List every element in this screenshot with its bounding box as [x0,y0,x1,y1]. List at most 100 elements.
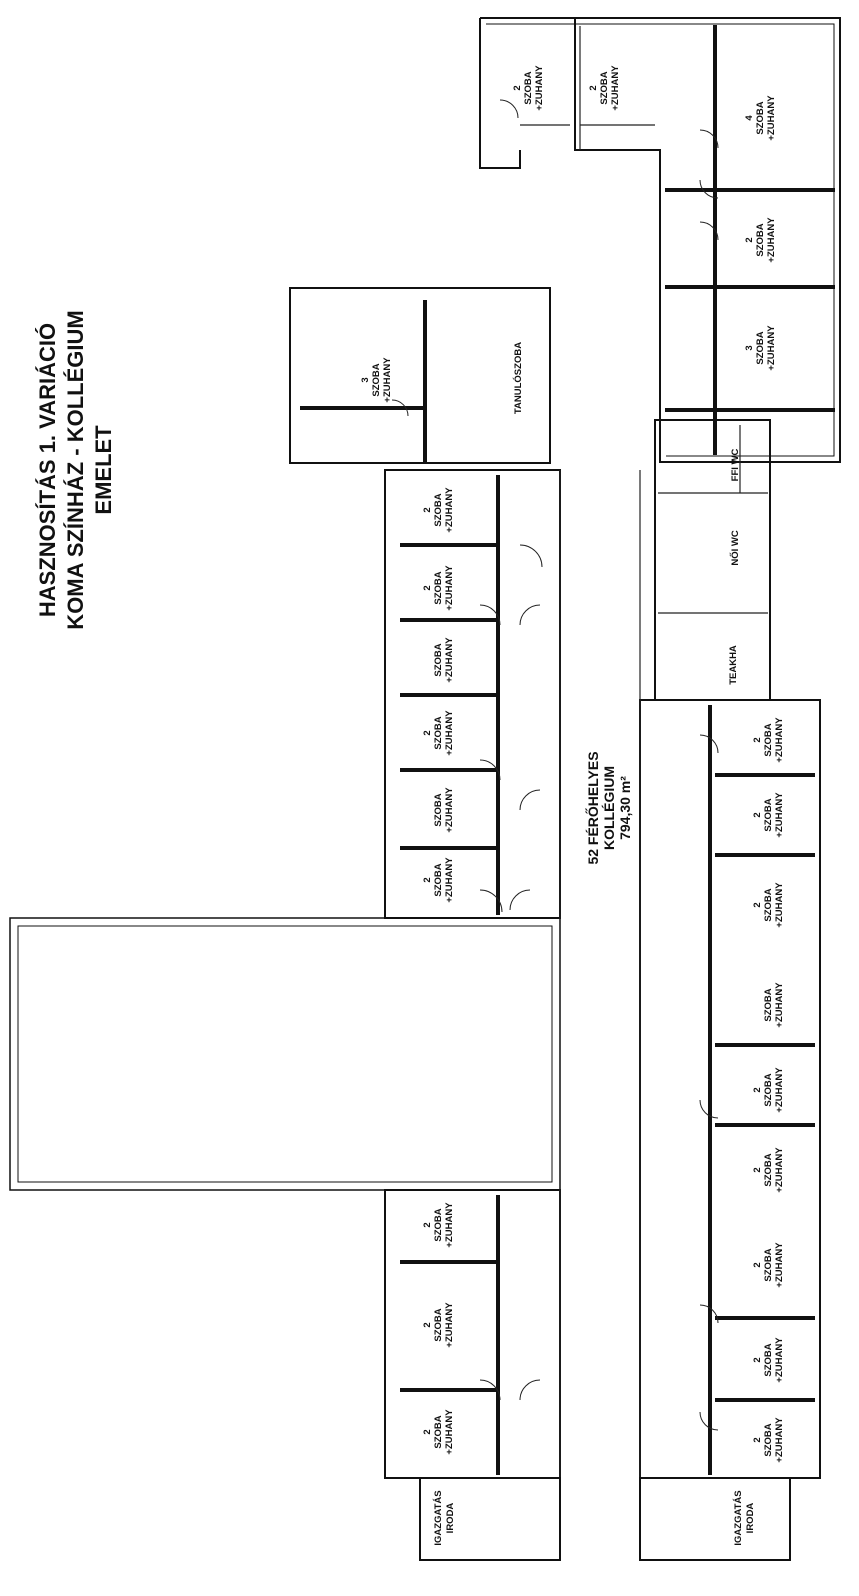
room-igazgatas-right: IGAZGATÁS IRODA [733,1490,756,1545]
svg-text:SZOBA: SZOBA [433,716,444,749]
room-tanuloszoba: TANULÓSZOBA [512,342,524,414]
svg-text:SZOBA: SZOBA [755,101,766,134]
svg-text:SZOBA: SZOBA [763,1423,774,1456]
svg-text:+ZUHANY: +ZUHANY [766,95,777,141]
svg-text:2: 2 [752,812,763,817]
svg-text:2: 2 [422,730,433,735]
svg-text:SZOBA: SZOBA [433,493,444,526]
svg-text:+ZUHANY: +ZUHANY [444,1202,455,1248]
svg-text:+ZUHANY: +ZUHANY [774,792,785,838]
svg-text:+ZUHANY: +ZUHANY [534,65,545,111]
svg-text:2: 2 [588,85,599,90]
svg-text:2: 2 [752,1437,763,1442]
svg-text:SZOBA: SZOBA [755,331,766,364]
svg-text:SZOBA: SZOBA [433,1308,444,1341]
svg-text:2: 2 [752,737,763,742]
title-line-3: EMELET [91,425,116,515]
svg-text:SZOBA: SZOBA [433,793,444,826]
svg-text:SZOBA: SZOBA [763,988,774,1021]
room-walls [400,25,835,1475]
svg-text:2: 2 [752,902,763,907]
room-noi-wc: NŐI WC [729,530,741,565]
svg-text:IGAZGATÁS: IGAZGATÁS [433,1490,444,1545]
svg-text:2: 2 [422,1429,433,1434]
room-r07: 2 SZOBA +ZUHANY [422,487,455,533]
svg-text:SZOBA: SZOBA [763,1073,774,1106]
center-label-area: 794,30 m² [617,776,633,840]
svg-text:2: 2 [422,1322,433,1327]
svg-text:+ZUHANY: +ZUHANY [774,717,785,763]
svg-text:+ZUHANY: +ZUHANY [444,637,455,683]
svg-text:+ZUHANY: +ZUHANY [774,1417,785,1463]
svg-text:TEAKHA: TEAKHA [728,645,739,685]
svg-text:2: 2 [744,237,755,242]
room-r16: 2 SZOBA +ZUHANY [752,717,785,763]
room-r18: 2 SZOBA +ZUHANY [752,882,785,928]
svg-text:SZOBA: SZOBA [371,363,382,396]
svg-text:2: 2 [512,85,523,90]
wall-left-rooms-lower [384,1189,561,1479]
svg-text:FFI WC: FFI WC [730,449,741,482]
room-r19: SZOBA +ZUHANY [763,982,785,1028]
svg-text:2: 2 [752,1167,763,1172]
svg-text:2: 2 [752,1087,763,1092]
svg-text:+ZUHANY: +ZUHANY [444,857,455,903]
wall-outline-top-wing [479,17,841,463]
svg-text:+ZUHANY: +ZUHANY [444,710,455,756]
svg-text:SZOBA: SZOBA [763,1153,774,1186]
svg-text:TANULÓSZOBA: TANULÓSZOBA [512,342,524,414]
wall-big-hall [9,917,561,1191]
door-swings [391,99,719,1431]
svg-text:+ZUHANY: +ZUHANY [774,1337,785,1383]
center-label-line-1: 52 FÉRŐHELYES [584,751,601,864]
room-igazgatas-left: IGAZGATÁS IRODA [433,1490,456,1545]
svg-text:+ZUHANY: +ZUHANY [444,487,455,533]
room-r23: 2 SZOBA +ZUHANY [752,1337,785,1383]
svg-text:SZOBA: SZOBA [523,71,534,104]
svg-text:2: 2 [422,877,433,882]
room-r02: 2 SZOBA +ZUHANY [588,65,621,111]
room-r17: 2 SZOBA +ZUHANY [752,792,785,838]
room-labels: 2 SZOBA +ZUHANY 2 SZOBA +ZUHANY 4 SZOBA … [360,65,785,1546]
svg-text:SZOBA: SZOBA [433,571,444,604]
room-r13: 2 SZOBA +ZUHANY [422,1202,455,1248]
svg-text:IGAZGATÁS: IGAZGATÁS [733,1490,744,1545]
svg-text:SZOBA: SZOBA [763,1248,774,1281]
room-r24: 2 SZOBA +ZUHANY [752,1417,785,1463]
svg-text:+ZUHANY: +ZUHANY [444,787,455,833]
wall-bottom-offices [419,1477,791,1561]
room-r09: SZOBA +ZUHANY [433,637,455,683]
svg-text:IRODA: IRODA [445,1503,456,1534]
center-label: 52 FÉRŐHELYES KOLLÉGIUM 794,30 m² [584,751,633,864]
room-r11: SZOBA +ZUHANY [433,787,455,833]
svg-text:+ZUHANY: +ZUHANY [766,325,777,371]
svg-text:+ZUHANY: +ZUHANY [610,65,621,111]
svg-text:2: 2 [422,1222,433,1227]
room-r10: 2 SZOBA +ZUHANY [422,710,455,756]
svg-text:SZOBA: SZOBA [763,888,774,921]
room-r05: 3 SZOBA +ZUHANY [744,325,777,371]
svg-text:+ZUHANY: +ZUHANY [774,1242,785,1288]
svg-text:+ZUHANY: +ZUHANY [774,882,785,928]
svg-text:2: 2 [752,1357,763,1362]
room-r08: 2 SZOBA +ZUHANY [422,565,455,611]
room-r22: 2 SZOBA +ZUHANY [752,1242,785,1288]
svg-text:NŐI WC: NŐI WC [729,530,741,565]
room-r04: 2 SZOBA +ZUHANY [744,217,777,263]
center-label-line-2: KOLLÉGIUM [601,766,617,850]
wall-big-hall-inner [17,925,553,1183]
title-line-1: HASZNOSÍTÁS 1. VARIÁCIÓ [35,323,60,617]
room-r14: 2 SZOBA +ZUHANY [422,1302,455,1348]
svg-text:+ZUHANY: +ZUHANY [766,217,777,263]
svg-text:+ZUHANY: +ZUHANY [774,982,785,1028]
title-line-2: KOMA SZÍNHÁZ - KOLLÉGIUM [63,310,88,629]
svg-text:+ZUHANY: +ZUHANY [444,1302,455,1348]
room-r20: 2 SZOBA +ZUHANY [752,1067,785,1113]
svg-text:IRODA: IRODA [745,1503,756,1534]
svg-text:SZOBA: SZOBA [763,723,774,756]
svg-text:SZOBA: SZOBA [755,223,766,256]
wall-inner-top-wing [486,23,835,457]
svg-text:SZOBA: SZOBA [763,798,774,831]
svg-text:+ZUHANY: +ZUHANY [444,565,455,611]
